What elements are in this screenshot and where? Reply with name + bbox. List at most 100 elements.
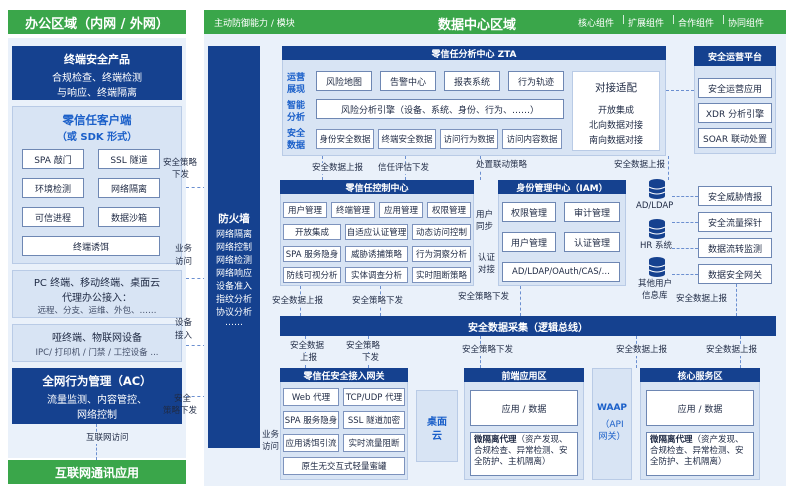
datacenter-title: 数据中心区域 bbox=[438, 18, 517, 33]
flow-policy-down-4: 安全策略下发 bbox=[458, 292, 510, 303]
terminal-security-line-2: 与响应、终端隔离 bbox=[57, 88, 137, 99]
core-micro-text: （资产发现、合规检查、异常检测、安全防护、主机隔离） bbox=[650, 435, 744, 467]
iam-protocols: AD/LDAP/OAuth/CAS/… bbox=[502, 262, 620, 282]
firewall-item-5: 指纹分析 bbox=[215, 295, 252, 305]
ctrl-open-integration: 开放集成 bbox=[283, 224, 341, 240]
other-db-icon bbox=[648, 257, 666, 277]
ctrl-perm-mgmt: 权限管理 bbox=[427, 202, 471, 218]
zta-adapter-line-2: 北向数据对接 bbox=[588, 121, 643, 131]
edge-device-access-b: 接入 bbox=[175, 331, 193, 341]
other-source-a: 其他用户 bbox=[638, 279, 673, 289]
tools-connector-3 bbox=[672, 248, 698, 249]
zta-endpoint-data: 终端安全数据 bbox=[378, 129, 436, 149]
pc-access-line-1: PC 终端、移动终端、桌面云 bbox=[33, 278, 161, 289]
iam-user-mgmt: 用户管理 bbox=[502, 232, 556, 252]
flow-line-zta-iam bbox=[668, 156, 669, 180]
flow-line-bus-gw-2 bbox=[368, 336, 369, 368]
waap-box: WAAP （API 网关） bbox=[592, 368, 632, 480]
flow-user-sync-a: 用户 bbox=[476, 210, 494, 220]
ctrl-threat-trap: 威胁诱捕策略 bbox=[345, 246, 408, 262]
zta-adapter-title: 对接适配 bbox=[595, 82, 637, 94]
edge-line-3 bbox=[186, 345, 206, 346]
front-app-data: 应用 / 数据 bbox=[470, 390, 578, 426]
office-area-title: 办公区域（内网 / 外网） bbox=[8, 10, 186, 34]
pc-access-box: PC 终端、移动终端、桌面云 代理办公接入： 远程、分支、运维、外包、…… bbox=[12, 270, 182, 318]
ctrl-dynamic-access: 动态访问控制 bbox=[412, 224, 471, 240]
terminal-security-box: 终端安全产品 合规检查、终端检测 与响应、终端隔离 bbox=[12, 46, 182, 100]
firewall-item-6: 协议分析 bbox=[215, 308, 252, 318]
legend-core: 核心组件 bbox=[578, 19, 615, 29]
firewall-box: 防火墙 网络隔离 网络控制 网络检测 网络响应 设备准入 指纹分析 协议分析 …… bbox=[208, 46, 260, 448]
client-item-ssl: SSL 隧道 bbox=[98, 149, 160, 169]
flow-data-report-tools: 安全数据上报 bbox=[676, 294, 728, 305]
desktop-cloud-box: 桌面 云 bbox=[416, 390, 458, 462]
soc-soar: SOAR 联动处置 bbox=[698, 128, 772, 148]
ctrl-user-mgmt: 用户管理 bbox=[283, 202, 327, 218]
core-service-title: 核心服务区 bbox=[640, 368, 760, 382]
client-item-trusted-process: 可信进程 bbox=[22, 207, 84, 227]
soc-xdr: XDR 分析引擎 bbox=[698, 103, 772, 123]
flow-data-report-3: 安全数据上报 bbox=[272, 296, 324, 307]
ctrl-adaptive-auth: 自适应认证管理 bbox=[345, 224, 408, 240]
gw-spa-hiding: SPA 服务隐身 bbox=[283, 411, 339, 429]
zta-identity-data: 身份安全数据 bbox=[316, 129, 374, 149]
client-item-sandbox: 数据沙箱 bbox=[98, 207, 160, 227]
flow-data-report-4-b: 上报 bbox=[300, 353, 318, 364]
legend-collab: 协同组件 bbox=[728, 19, 765, 29]
flow-data-report-1: 安全数据上报 bbox=[312, 163, 364, 174]
flow-data-report-2: 安全数据上报 bbox=[614, 160, 666, 171]
internet-apps-text: 互联网通讯应用 bbox=[54, 465, 139, 480]
flow-policy-down-3: 安全策略下发 bbox=[352, 296, 404, 307]
flow-auth-a: 认证 bbox=[478, 253, 496, 263]
iot-box: 哑终端、物联网设备 IPC/ 打印机 / 门禁 / 工控设备 ... bbox=[12, 324, 182, 362]
gw-ssl-tunnel: SSL 隧道加密 bbox=[343, 411, 405, 429]
zta-soc-connector bbox=[666, 90, 694, 91]
zta-row-label-ai-b: 分析 bbox=[287, 113, 306, 123]
zta-row-label-ai-a: 智能 bbox=[287, 101, 306, 111]
firewall-item-4: 设备准入 bbox=[215, 282, 252, 292]
pc-access-line-3: 远程、分支、运维、外包、…… bbox=[37, 306, 157, 316]
legend-sep-3: | bbox=[722, 15, 726, 25]
zta-adapter-box: 对接适配 开放集成 北向数据对接 南向数据对接 bbox=[572, 71, 660, 151]
tools-connector-1 bbox=[672, 196, 698, 197]
soc-app: 安全运营应用 bbox=[698, 78, 772, 98]
gw-web-proxy: Web 代理 bbox=[283, 388, 339, 406]
control-title: 零信任控制中心 bbox=[280, 180, 474, 194]
zta-access-content-data: 访问内容数据 bbox=[502, 129, 562, 149]
tool-flow-monitor: 数据流转监测 bbox=[698, 238, 772, 258]
zta-title: 零信任分析中心 ZTA bbox=[282, 46, 666, 60]
zta-adapter-line-1: 开放集成 bbox=[597, 106, 634, 116]
ac-title: 全网行为管理（AC） bbox=[42, 374, 152, 388]
desktop-cloud-a: 桌面 bbox=[427, 417, 447, 428]
waap-title: WAAP bbox=[596, 403, 628, 413]
zta-adapter-line-3: 南向数据对接 bbox=[588, 136, 643, 146]
firewall-title: 防火墙 bbox=[218, 213, 250, 225]
legend-sep-1: | bbox=[622, 15, 626, 25]
other-source-b: 信息库 bbox=[642, 291, 668, 301]
zta-report-system: 报表系统 bbox=[444, 71, 500, 91]
client-item-decoy: 终端诱饵 bbox=[22, 236, 160, 256]
flow-business-access-2-a: 业务 bbox=[262, 430, 280, 440]
desktop-cloud-b: 云 bbox=[432, 431, 442, 442]
flow-data-report-6: 安全数据上报 bbox=[706, 345, 758, 356]
front-micro-box: 微隔离代理（资产发现、合规检查、异常检测、安全防护、主机隔离） bbox=[470, 432, 578, 476]
ac-box: 全网行为管理（AC） 流量监测、内容管控、 网络控制 bbox=[12, 368, 182, 424]
terminal-security-line-1: 合规检查、终端检测 bbox=[52, 73, 142, 84]
core-micro-title: 微隔离代理 bbox=[650, 435, 693, 445]
flow-policy-down-5-a: 安全策略 bbox=[346, 341, 381, 352]
zt-client-subtitle: （或 SDK 形式） bbox=[56, 132, 138, 143]
legend-sep-2: | bbox=[672, 15, 676, 25]
waap-sub-a: （API bbox=[600, 420, 624, 430]
ctrl-realtime-block: 实时阻断策略 bbox=[412, 267, 471, 283]
ac-line-2: 网络控制 bbox=[77, 410, 117, 421]
zta-row-label-ops-a: 运营 bbox=[287, 73, 306, 83]
flow-trust-down: 信任评估下发 bbox=[378, 163, 430, 174]
zta-risk-engine: 风险分析引擎（设备、系统、身份、行为、……） bbox=[316, 99, 564, 119]
hr-db-icon bbox=[648, 219, 666, 239]
client-item-env: 环境检测 bbox=[22, 178, 84, 198]
edge-policy-down-1-b: 下发 bbox=[172, 170, 190, 180]
internet-apps-bar: 互联网通讯应用 bbox=[8, 460, 186, 484]
ctrl-endpoint-mgmt: 终端管理 bbox=[331, 202, 375, 218]
ctrl-entity-investigation: 实体调查分析 bbox=[345, 267, 408, 283]
firewall-item-3: 网络响应 bbox=[215, 269, 252, 279]
